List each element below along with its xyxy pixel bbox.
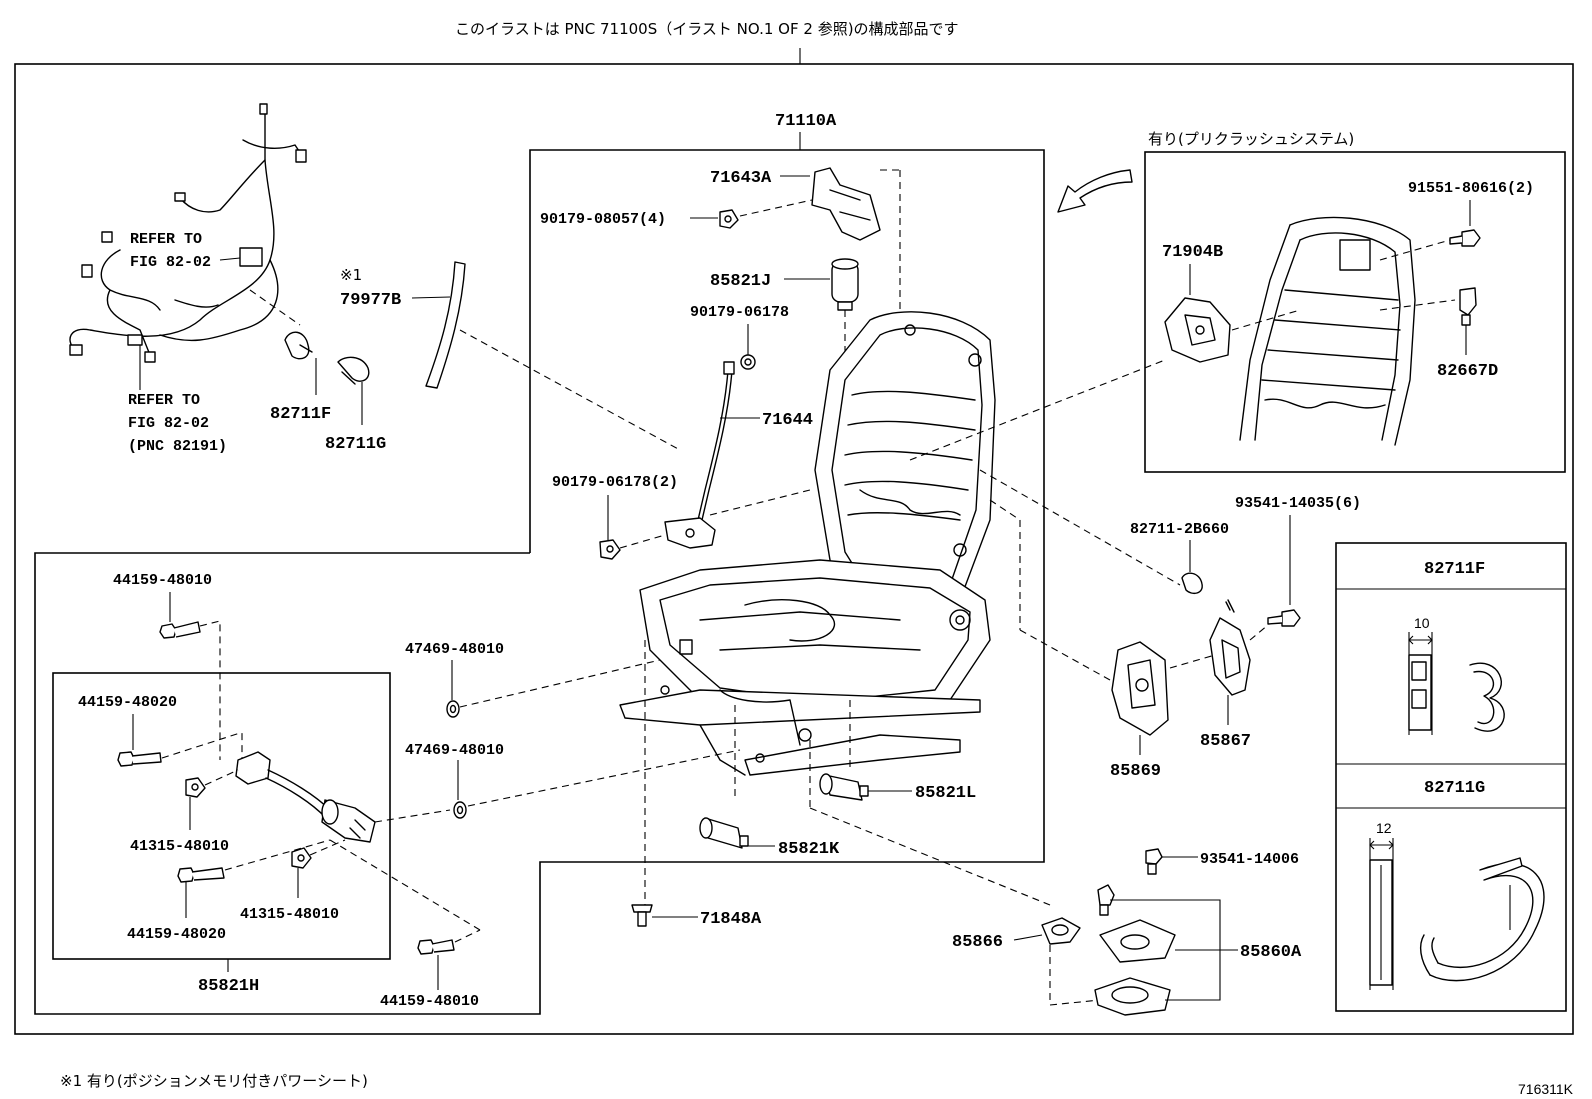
label-90179-08057: 90179-08057(4): [540, 211, 666, 228]
clip-82711F-drawing: [284, 331, 313, 360]
switch-85866-drawing: [1041, 917, 1081, 945]
washer-47469-48010-b-drawing: [453, 801, 467, 819]
label-85869: 85869: [1110, 762, 1161, 781]
mechanism-71904B-drawing: [1164, 297, 1231, 363]
motor-85821H-drawing: [235, 751, 376, 843]
label-85821L: 85821L: [915, 784, 976, 803]
bracket-71643A-drawing: [811, 167, 900, 241]
label-85821H: 85821H: [198, 977, 259, 996]
bolt-44159-48010-b-drawing: [417, 939, 455, 955]
label-44159-48020-b: 44159-48020: [127, 926, 226, 943]
label-85866: 85866: [952, 933, 1003, 952]
label-47469-48010-a: 47469-48010: [405, 641, 504, 658]
detail-82711F-title: 82711F: [1424, 560, 1485, 579]
label-44159-48010-a: 44159-48010: [113, 572, 212, 589]
label-85860A: 85860A: [1240, 943, 1302, 962]
label-85867: 85867: [1200, 732, 1251, 751]
label-82711F: 82711F: [270, 405, 331, 424]
label-82711G: 82711G: [325, 435, 386, 454]
label-44159-48020-a: 44159-48020: [78, 694, 177, 711]
cable-71644-drawing: [664, 361, 735, 549]
label-71643A: 71643A: [710, 169, 772, 188]
label-90179-06178-2: 90179-06178(2): [552, 474, 678, 491]
washer-47469-48010-a-drawing: [446, 700, 460, 718]
screw-93541-14006-drawing: [1145, 848, 1163, 875]
bolt-44159-48010-a-drawing: [159, 621, 201, 639]
motor-85821H-box: [52, 672, 391, 960]
label-47469-48010-b: 47469-48010: [405, 742, 504, 759]
seat-assembly-box: [34, 149, 1045, 1015]
motor-85821J-drawing: [831, 258, 859, 311]
label-91551-80616: 91551-80616(2): [1408, 180, 1534, 197]
detail-82711G-dimension: 12: [1376, 820, 1392, 836]
label-71644: 71644: [762, 411, 813, 430]
refer-to-fig-1-line1: REFER TO: [130, 231, 202, 248]
clip-82711-2B660-drawing: [1181, 572, 1203, 595]
detail-82711F-dimension: 10: [1414, 615, 1430, 631]
refer-to-fig-2-line1: REFER TO: [128, 392, 200, 409]
motor-85821K-drawing: [699, 817, 749, 849]
bolt-91551-80616-drawing: [1449, 229, 1481, 247]
footer-note: ※1 有り(ポジションメモリ付きパワーシート): [60, 1072, 368, 1090]
header-note: このイラストは PNC 71100S（イラスト NO.1 OF 2 参照)の構成…: [455, 20, 959, 38]
label-82711-2B660: 82711-2B660: [1130, 521, 1229, 538]
nut-90179-06178-drawing: [740, 354, 756, 370]
nut-41315-48010-b-drawing: [291, 847, 312, 869]
clip-82711G-detail-drawing: [1369, 838, 1545, 990]
trim-strip-79977B-drawing: [425, 261, 466, 389]
bracket-85867-drawing: [1209, 599, 1251, 696]
figure-id: 716311K: [1518, 1081, 1574, 1097]
refer-to-fig-1-line2: FIG 82-02: [130, 254, 211, 271]
refer-to-fig-2-line3: (PNC 82191): [128, 438, 227, 455]
clip-82711G-drawing: [337, 356, 370, 385]
seat-frame-drawing: [619, 311, 996, 776]
bolt-44159-48020-b-drawing: [177, 867, 225, 883]
label-71110A: 71110A: [775, 112, 837, 131]
bracket-85869-drawing: [1111, 641, 1169, 736]
label-85821J: 85821J: [710, 272, 771, 291]
screw-93541-14035-drawing: [1267, 609, 1301, 627]
label-93541-14035: 93541-14035(6): [1235, 495, 1361, 512]
precrash-box-title: 有り(プリクラッシュシステム): [1148, 130, 1354, 148]
label-41315-48010-b: 41315-48010: [240, 906, 339, 923]
mark-note-1: ※1: [340, 266, 362, 284]
detail-boxes-frame: [1335, 542, 1567, 1012]
nut-90179-06178-2-drawing: [599, 539, 621, 560]
label-85821K: 85821K: [778, 840, 840, 859]
detail-82711G-title: 82711G: [1424, 779, 1485, 798]
clip-71848A-drawing: [631, 904, 653, 927]
precrash-box: [1144, 151, 1566, 473]
label-44159-48010-b: 44159-48010: [380, 993, 479, 1010]
switch-assembly-85860A-drawing: [1094, 884, 1176, 1016]
wire-harness-drawing: [69, 103, 307, 363]
label-41315-48010-a: 41315-48010: [130, 838, 229, 855]
nut-90179-08057-drawing: [719, 209, 739, 229]
label-90179-06178: 90179-06178: [690, 304, 789, 321]
refer-to-fig-2-line2: FIG 82-02: [128, 415, 209, 432]
main-frame: [14, 63, 1574, 1035]
label-82667D: 82667D: [1437, 362, 1498, 381]
label-71904B: 71904B: [1162, 243, 1223, 262]
clip-82711F-detail-drawing: [1408, 632, 1505, 735]
label-79977B: 79977B: [340, 291, 401, 310]
sensor-82667D-drawing: [1459, 287, 1477, 326]
nut-41315-48010-a-drawing: [185, 777, 206, 798]
seatback-frame-precrash-drawing: [1239, 216, 1416, 446]
motor-85821L-drawing: [819, 773, 869, 801]
bolt-44159-48020-a-drawing: [117, 751, 162, 767]
label-93541-14006: 93541-14006: [1200, 851, 1299, 868]
label-71848A: 71848A: [700, 910, 762, 929]
precrash-arrow-drawing: [1057, 169, 1133, 213]
